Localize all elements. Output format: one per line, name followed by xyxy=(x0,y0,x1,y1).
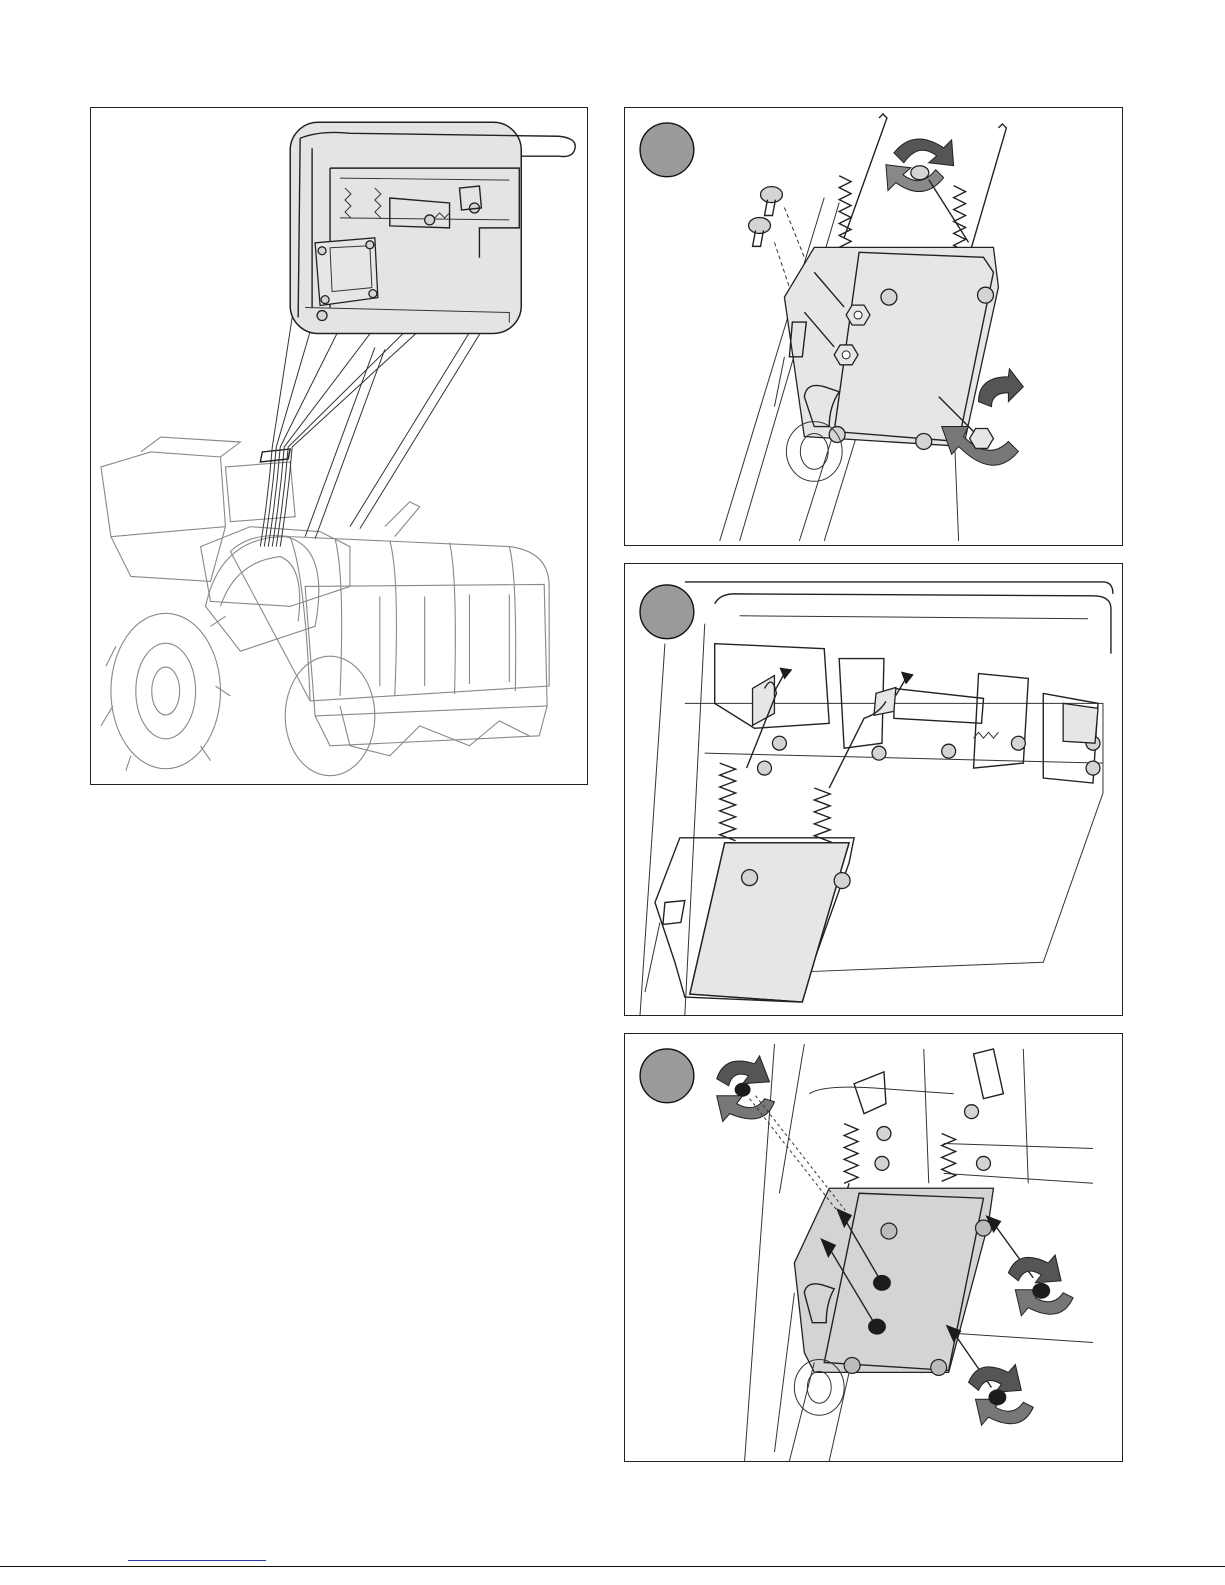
rotation-arrow-top xyxy=(886,139,954,192)
step-2-illustration xyxy=(625,564,1122,1015)
tiller-overview-illustration xyxy=(91,108,587,784)
step-3-marker xyxy=(640,1049,694,1103)
nut-install-right-lower xyxy=(946,1325,1034,1426)
nut-lower xyxy=(834,345,858,365)
control-box xyxy=(645,838,854,1002)
screw-lower xyxy=(749,217,771,246)
step-2-marker xyxy=(640,585,694,639)
tiller-body xyxy=(101,437,549,776)
nut-upper xyxy=(846,305,870,325)
step-3-panel xyxy=(624,1033,1123,1462)
screw-upper xyxy=(761,187,783,216)
step-2-panel xyxy=(624,563,1123,1016)
step-1-illustration xyxy=(625,108,1122,545)
footer-rule xyxy=(0,1566,1225,1567)
step-3-illustration xyxy=(625,1034,1122,1461)
cable-hook-left xyxy=(747,668,793,769)
footer-link-underline[interactable] xyxy=(128,1560,266,1561)
control-box xyxy=(774,247,998,449)
nut-install-right-upper xyxy=(985,1215,1073,1316)
overview-panel xyxy=(90,107,588,785)
rotation-arrow-top-left xyxy=(717,1056,775,1122)
control-box-inset xyxy=(290,122,575,333)
step-1-panel xyxy=(624,107,1123,546)
step-1-marker xyxy=(640,123,694,177)
